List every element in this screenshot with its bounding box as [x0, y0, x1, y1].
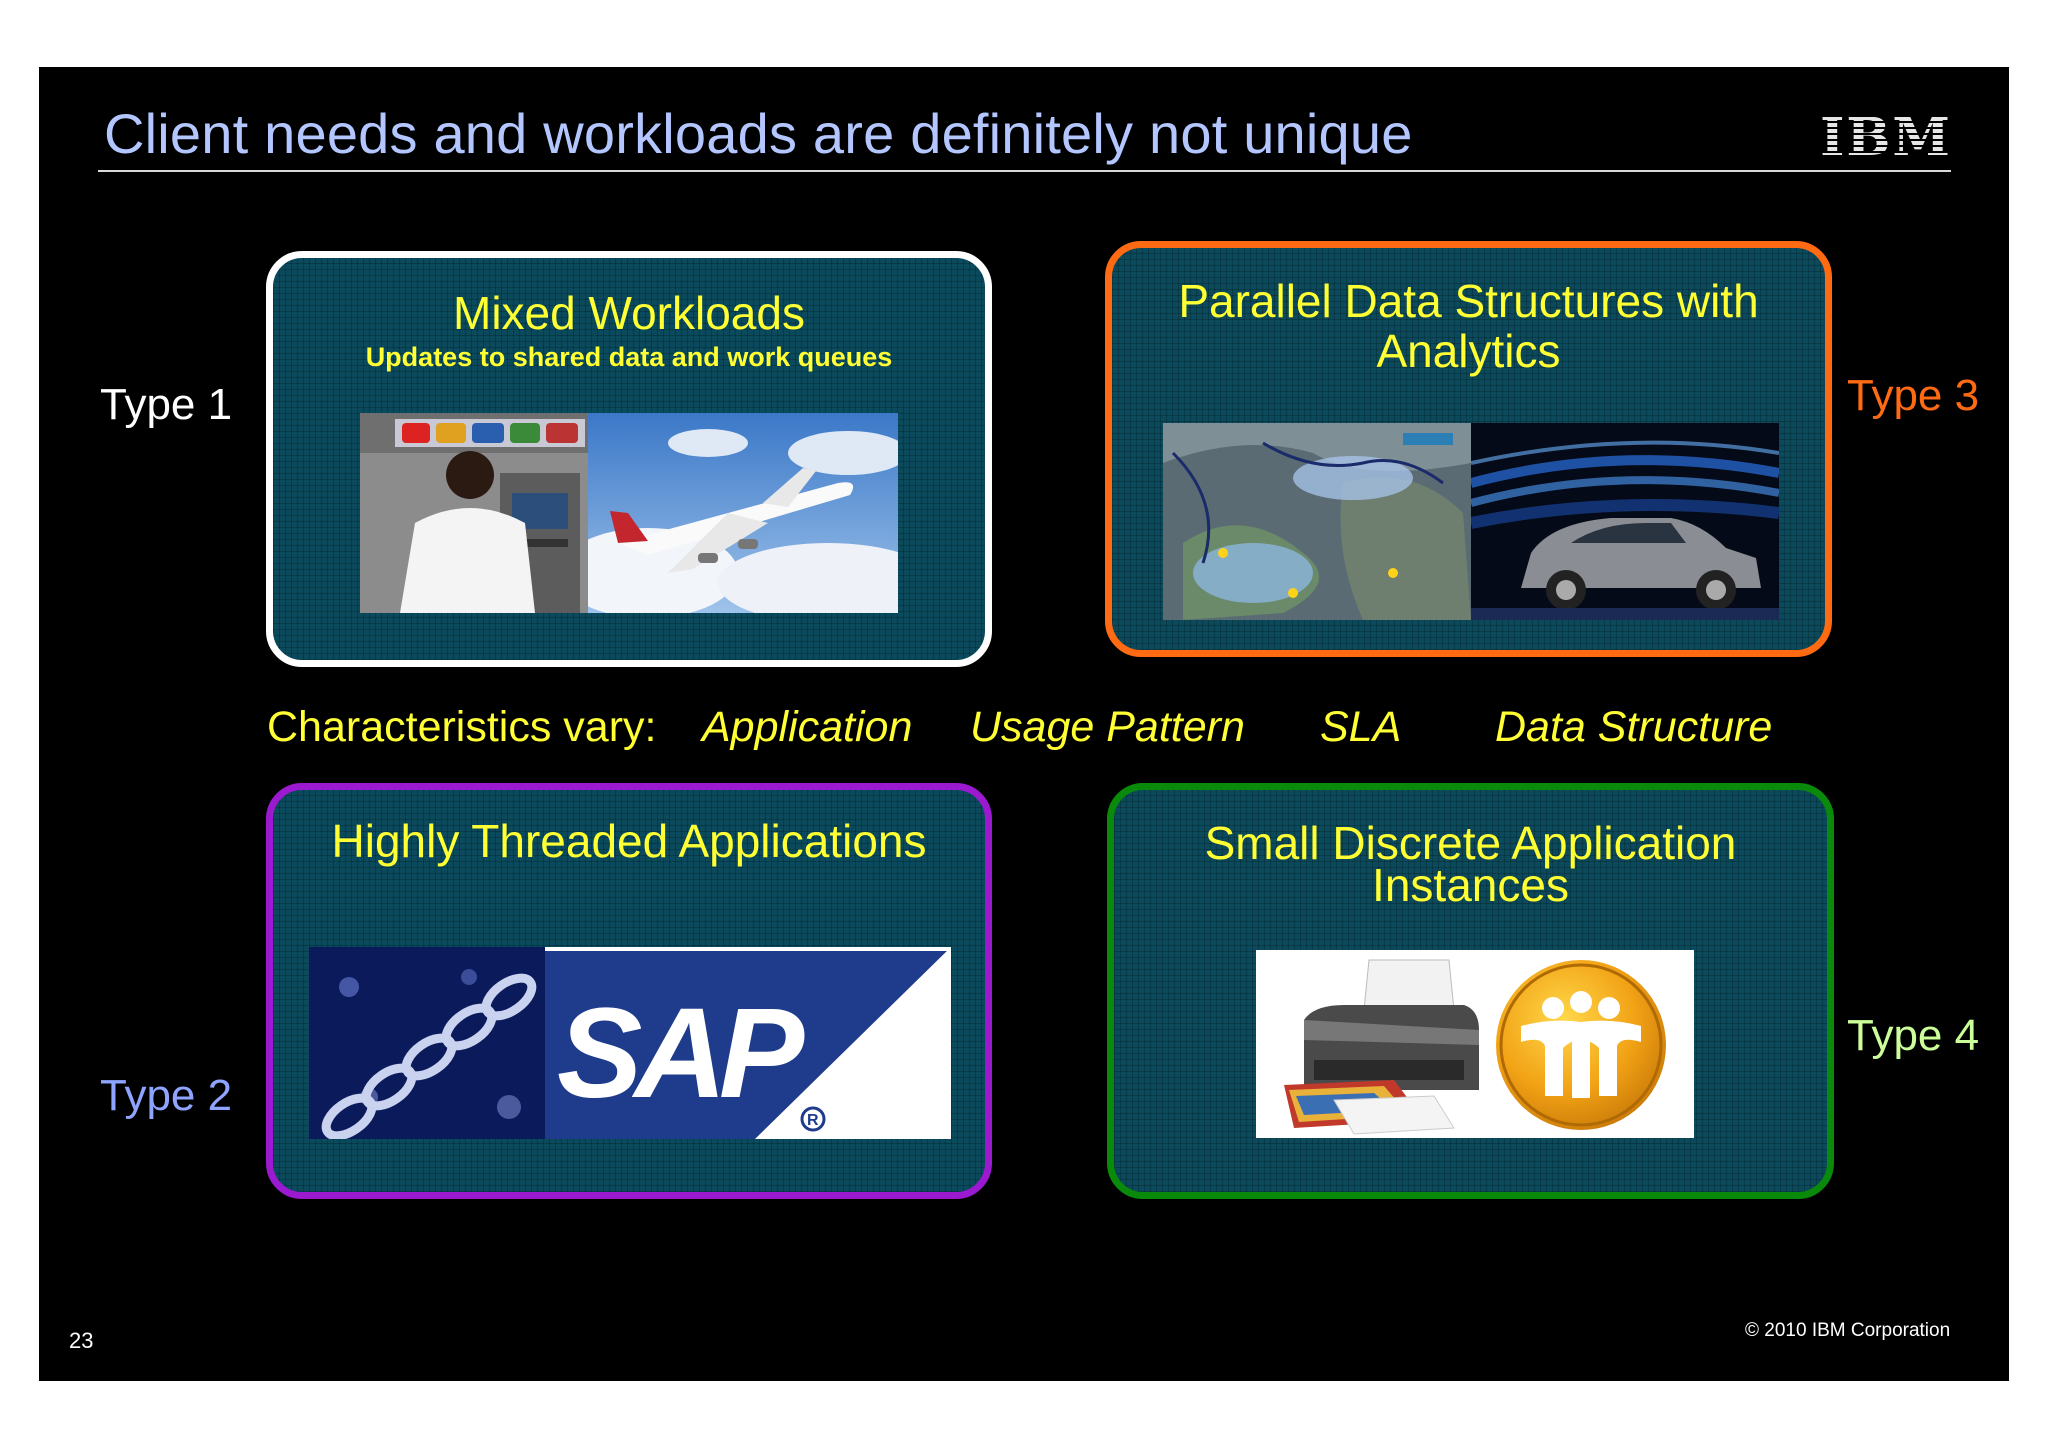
small-discrete-title-line1: Small Discrete Application — [1204, 817, 1737, 869]
parallel-data-title-line2: Analytics — [1376, 325, 1561, 377]
characteristic-application: Application — [702, 703, 913, 751]
characteristic-data-structure: Data Structure — [1495, 703, 1773, 751]
atm-photo — [360, 413, 588, 613]
ibm-logo: IBM — [1820, 111, 1952, 159]
mixed-workloads-subtitle: Updates to shared data and work queues — [365, 342, 893, 372]
mixed-workloads-title: Mixed Workloads — [453, 287, 805, 339]
mixed-workloads-box: Mixed Workloads Updates to shared data a… — [266, 251, 992, 667]
characteristics-label: Characteristics vary: — [267, 703, 657, 751]
app-logos-panel — [1256, 950, 1694, 1138]
svg-text:IBM: IBM — [1820, 111, 1952, 159]
printer-photo — [1284, 959, 1479, 1135]
car-wind-tunnel-photo — [1471, 423, 1779, 620]
svg-text:SAP: SAP — [557, 982, 805, 1125]
weather-map-photo — [1163, 423, 1471, 620]
airplane-photo — [588, 413, 898, 613]
parallel-data-title-line1: Parallel Data Structures with — [1178, 275, 1759, 327]
type-3-label: Type 3 — [1847, 371, 1980, 420]
parallel-data-box: Parallel Data Structures with Analytics — [1105, 241, 1832, 657]
copyright: © 2010 IBM Corporation — [1745, 1320, 1951, 1341]
slide-title: Client needs and workloads are definitel… — [104, 102, 1413, 165]
type-2-label: Type 2 — [100, 1071, 233, 1120]
chain-photo — [309, 947, 545, 1139]
svg-text:R: R — [807, 1112, 819, 1129]
lotus-sametime-logo — [1496, 960, 1666, 1130]
small-discrete-title-line2: Instances — [1372, 859, 1569, 911]
slide: Client needs and workloads are definitel… — [39, 67, 2009, 1381]
highly-threaded-box: Highly Threaded Applications — [266, 783, 992, 1199]
highly-threaded-title: Highly Threaded Applications — [331, 815, 927, 867]
small-discrete-box: Small Discrete Application Instances — [1107, 783, 1834, 1199]
sap-logo: SAP R — [545, 947, 951, 1139]
characteristic-sla: SLA — [1320, 703, 1402, 751]
characteristic-usage-pattern: Usage Pattern — [970, 703, 1245, 751]
type-1-label: Type 1 — [100, 380, 233, 429]
type-4-label: Type 4 — [1847, 1011, 1980, 1060]
title-divider — [98, 170, 1951, 172]
page-number: 23 — [69, 1328, 94, 1353]
